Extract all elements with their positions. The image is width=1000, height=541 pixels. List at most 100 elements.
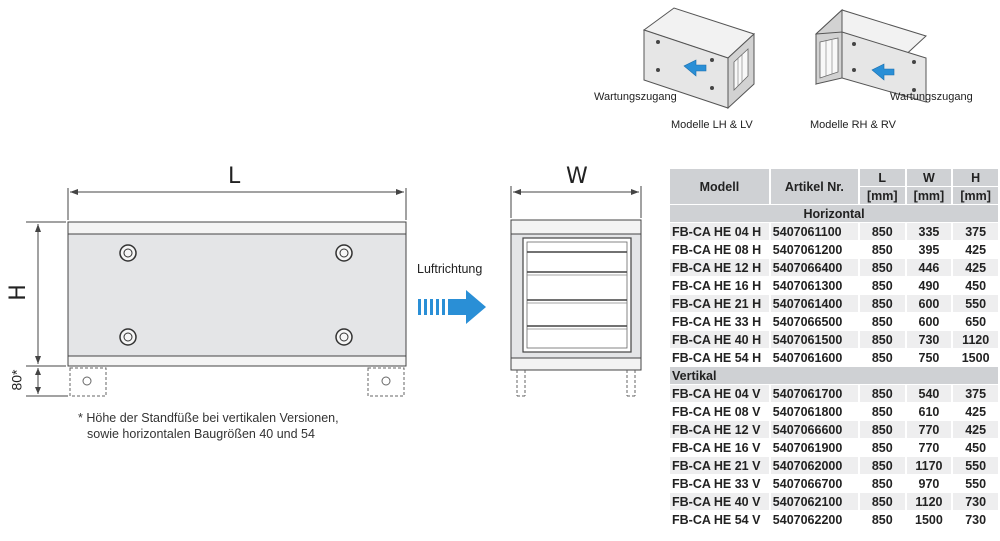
cell-model: FB-CA HE 08 V <box>672 404 761 419</box>
cell-W: 446 <box>906 259 952 276</box>
screw-icon <box>335 244 353 262</box>
cell-model: FB-CA HE 54 H <box>672 350 762 365</box>
cell-article: 5407061200 <box>772 242 843 257</box>
cell-W: 750 <box>918 350 940 365</box>
cell-H: 550 <box>965 476 987 491</box>
unit-rh-rv-illustration <box>815 8 927 103</box>
cell-model: FB-CA HE 12 V <box>670 421 769 438</box>
screw-icon <box>335 328 353 346</box>
unit-lh-lv-illustration <box>642 7 755 110</box>
cell-H: 375 <box>953 385 998 402</box>
cell-L: 850 <box>871 476 893 491</box>
group-horizontal: Horizontal <box>670 205 998 222</box>
header-unit-H: [mm] <box>953 187 998 204</box>
cell-article: 5407066400 <box>770 259 858 276</box>
cell-H: 730 <box>953 493 998 510</box>
cell-H: 550 <box>953 295 998 312</box>
header-W: W <box>906 169 952 186</box>
cell-H: 1120 <box>953 331 998 348</box>
footnote-line-1: * Höhe der Standfüße bei vertikalen Vers… <box>78 411 339 425</box>
cell-article: 5407061500 <box>770 331 858 348</box>
cell-L: 850 <box>871 440 893 455</box>
header-unit-L: [mm] <box>859 187 905 204</box>
maintenance-arrow-icon <box>683 59 707 77</box>
dimension-label-L: L <box>228 164 241 189</box>
cell-L: 850 <box>859 331 905 348</box>
cell-article: 5407061400 <box>770 295 858 312</box>
model-caption-right: Modelle RH & RV <box>810 119 896 131</box>
cell-article: 5407061700 <box>770 385 858 402</box>
cell-model: FB-CA HE 40 H <box>670 331 769 348</box>
airflow-label: Luftrichtung <box>417 262 483 276</box>
cell-article: 5407062000 <box>770 457 858 474</box>
cell-H: 425 <box>953 421 998 438</box>
maintenance-access-label-left: Wartungszugang <box>594 91 677 103</box>
cell-model: FB-CA HE 21 V <box>670 457 769 474</box>
cell-W: 1500 <box>915 512 943 527</box>
screw-icon <box>119 328 137 346</box>
cell-W: 600 <box>918 314 940 329</box>
cell-H: 375 <box>953 223 998 240</box>
group-vertical: Vertikal <box>670 367 998 384</box>
cell-L: 850 <box>859 457 905 474</box>
table-row: FB-CA HE 54 H 5407061600 850 750 1500 <box>670 349 998 366</box>
cell-L: 850 <box>859 295 905 312</box>
cell-H: 550 <box>953 457 998 474</box>
header-model: Modell <box>670 169 769 204</box>
cell-article: 5407066500 <box>772 314 843 329</box>
cell-L: 850 <box>859 223 905 240</box>
cell-W: 540 <box>906 385 952 402</box>
cell-article: 5407061800 <box>772 404 843 419</box>
cell-L: 850 <box>871 278 893 293</box>
header-unit-W: [mm] <box>906 187 952 204</box>
cell-W: 395 <box>918 242 940 257</box>
cell-W: 1120 <box>906 493 952 510</box>
header-L: L <box>859 169 905 186</box>
cell-H: 650 <box>965 314 987 329</box>
header-article: Artikel Nr. <box>770 169 858 204</box>
dimension-label-foot: 80* <box>8 369 25 391</box>
cell-article: 5407061300 <box>772 278 843 293</box>
cell-H: 1500 <box>961 350 990 365</box>
cell-article: 5407066600 <box>770 421 858 438</box>
cell-model: FB-CA HE 08 H <box>672 242 762 257</box>
cell-H: 450 <box>965 440 987 455</box>
footnote: * Höhe der Standfüße bei vertikalen Vers… <box>78 410 339 442</box>
maintenance-arrow-icon <box>871 63 895 81</box>
cell-W: 770 <box>906 421 952 438</box>
cell-L: 850 <box>871 314 893 329</box>
cell-W: 610 <box>918 404 940 419</box>
header-H: H <box>953 169 998 186</box>
cell-article: 5407061600 <box>772 350 843 365</box>
cell-model: FB-CA HE 04 H <box>670 223 769 240</box>
cell-article: 5407061900 <box>772 440 843 455</box>
cell-model: FB-CA HE 40 V <box>670 493 769 510</box>
cell-article: 5407062100 <box>770 493 858 510</box>
cell-W: 770 <box>918 440 940 455</box>
cell-model: FB-CA HE 33 H <box>672 314 762 329</box>
side-view-drawing <box>510 186 642 397</box>
cell-H: 450 <box>965 278 987 293</box>
airflow-arrow-icon <box>418 290 486 324</box>
cell-W: 600 <box>906 295 952 312</box>
cell-model: FB-CA HE 54 V <box>672 512 761 527</box>
foot-left <box>69 367 107 397</box>
cell-H: 425 <box>953 259 998 276</box>
dimension-label-W: W <box>566 164 588 189</box>
cell-L: 850 <box>859 385 905 402</box>
cell-W: 335 <box>906 223 952 240</box>
cell-L: 850 <box>871 350 893 365</box>
cell-model: FB-CA HE 04 V <box>670 385 769 402</box>
maintenance-access-label-right: Wartungszugang <box>890 91 973 103</box>
cell-W: 970 <box>918 476 940 491</box>
cell-model: FB-CA HE 12 H <box>670 259 769 276</box>
